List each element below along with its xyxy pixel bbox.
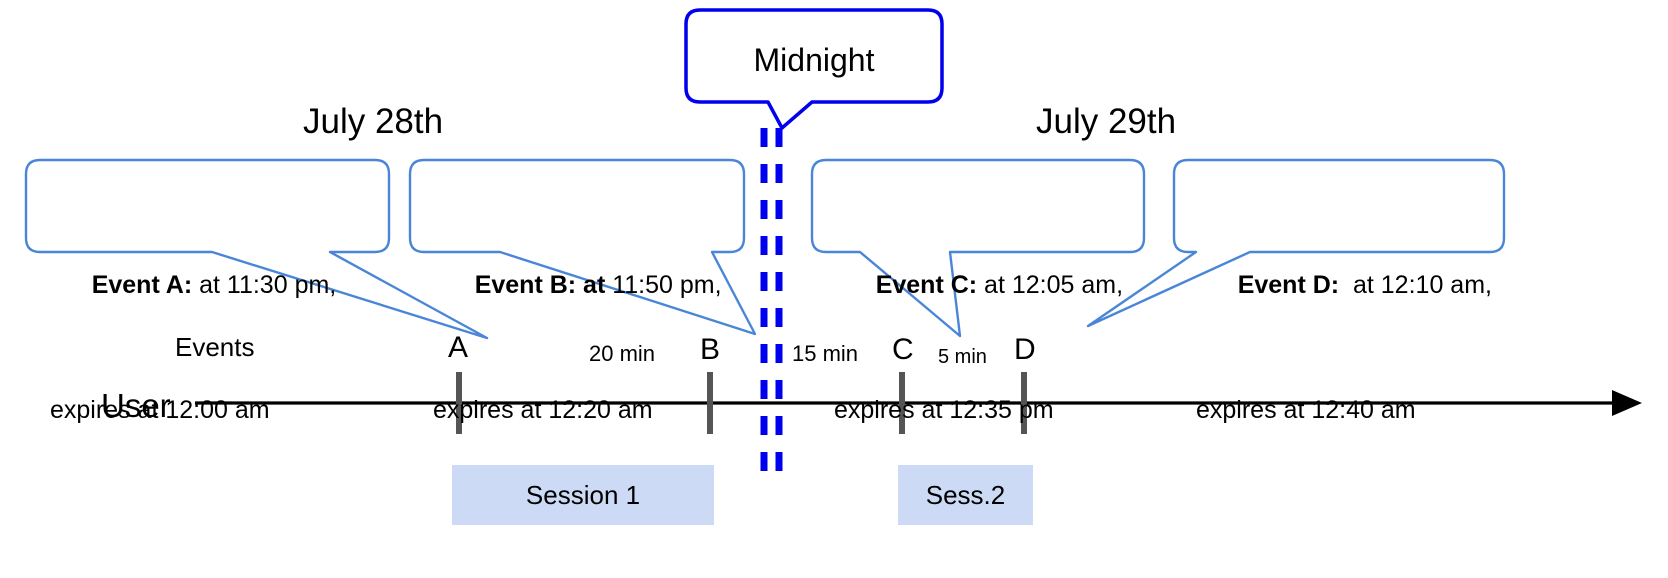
timeline-arrowhead [1612, 390, 1642, 416]
callout-event-a-bold: Event A: [91, 270, 193, 299]
callout-event-b-line2: expires at 12:20 am [433, 395, 653, 424]
session-1-label: Session 1 [525, 479, 641, 510]
callout-event-c-bold: Event C: [875, 270, 978, 299]
gap-label-c-to-d: 5 min [938, 346, 987, 368]
callout-event-b-text: Event B: at 11:50 pm, expires at 12:20 a… [433, 176, 738, 489]
callout-event-d-bold: Event D: [1237, 270, 1340, 299]
callout-event-b-shape [408, 158, 757, 336]
session-box-1: Session 1 [452, 465, 714, 525]
callout-event-d-line1-rest: at 12:10 am, [1339, 270, 1492, 299]
callout-event-c-line1-rest: at 12:05 am, [977, 270, 1124, 299]
callout-event-b-line1-rest: 11:50 pm, [605, 270, 722, 299]
callout-event-c-text: Event C: at 12:05 am, expires at 12:35 p… [834, 176, 1139, 489]
tick-label-b: B [700, 333, 721, 366]
row-label-user: User [101, 387, 171, 424]
session-box-2: Sess.2 [898, 465, 1033, 525]
gap-label-b-to-c: 15 min [792, 341, 859, 366]
midnight-bubble-shape [684, 8, 944, 130]
session-2-label: Sess.2 [925, 479, 1006, 510]
callout-event-c-shape [810, 158, 1146, 338]
tick-label-a: A [448, 331, 469, 364]
callout-event-b-bold: Event B: at [474, 270, 606, 299]
callout-event-c-line2: expires at 12:35 pm [834, 395, 1054, 424]
callout-event-d-text: Event D: at 12:10 am, expires at 12:40 a… [1196, 176, 1501, 489]
callout-event-d-shape [1086, 158, 1506, 328]
row-label-events: Events [175, 332, 255, 362]
callout-event-a-line2: expires at 12:00 am [50, 395, 270, 424]
callout-event-d-line2: expires at 12:40 am [1196, 395, 1416, 424]
gap-label-a-to-b: 20 min [589, 341, 656, 366]
callout-event-a-shape [24, 158, 489, 340]
callout-event-a-line1-rest: at 11:30 pm, [192, 270, 337, 299]
tick-label-d: D [1014, 333, 1036, 366]
callout-event-a-text: Event A: at 11:30 pm, expires at 12:00 a… [50, 176, 380, 489]
tick-label-c: C [892, 333, 914, 366]
day-label-july-29: July 29th [1036, 102, 1177, 141]
midnight-bubble-label: Midnight [753, 42, 875, 78]
day-label-july-28: July 28th [303, 102, 444, 141]
